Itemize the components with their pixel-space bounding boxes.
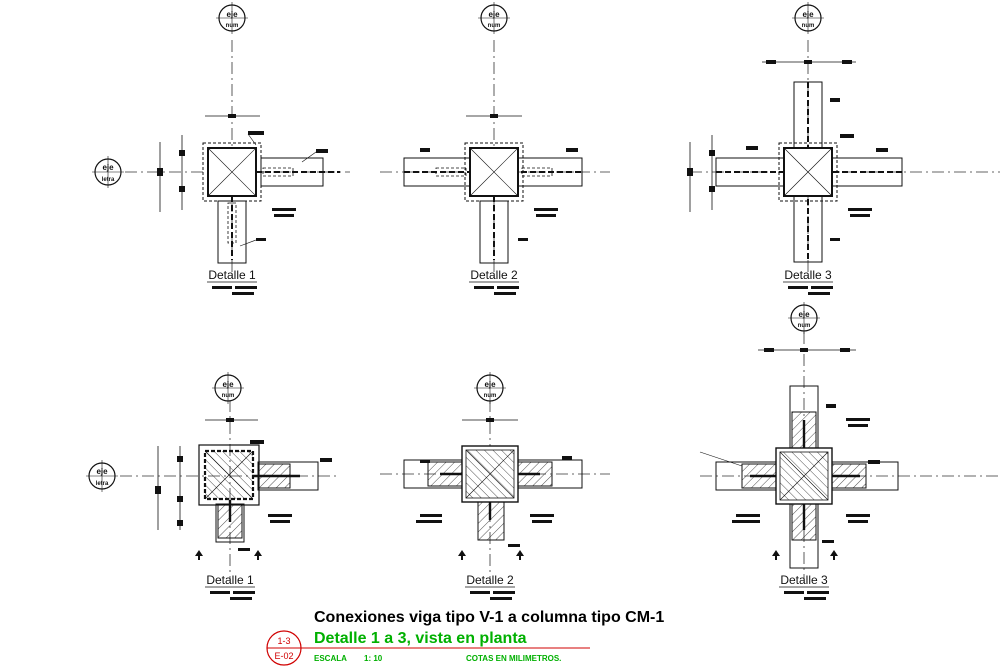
axis-bubble-num-line1: eje [484, 380, 496, 389]
detail-label-3-top: Detalle 3 [784, 268, 832, 282]
scale-label: ESCALA [314, 654, 347, 663]
axis-bubble-num-line1: eje [226, 10, 238, 19]
axis-bubble-num-line2: num [226, 23, 239, 29]
axis-bubble-letter-line2: letra [96, 481, 109, 487]
axis-bubble-num-line1: eje [802, 10, 814, 19]
axis-bubble-letter-line2: letra [102, 177, 115, 183]
axis-bubble-num-line2: num [802, 23, 815, 29]
title-block: Conexiones viga tipo V-1 a columna tipo … [266, 609, 664, 666]
axis-bubble-num-line1: eje [798, 310, 810, 319]
drawing-title: Conexiones viga tipo V-1 a columna tipo … [314, 609, 664, 626]
drawing-subtitle: Detalle 1 a 3, vista en planta [314, 630, 527, 647]
detail-2-bottom: eje num Detalle 2 [380, 372, 610, 600]
axis-bubble-num-line1: eje [488, 10, 500, 19]
detail-label-1-bottom: Detalle 1 [206, 573, 254, 587]
axis-bubble-num-line2: num [488, 23, 501, 29]
detail-label-1-top: Detalle 1 [208, 268, 256, 282]
scale-value: 1: 10 [364, 654, 383, 663]
detail-1-top: eje num eje letra [92, 2, 350, 295]
detail-1-bottom: eje num eje letra Detall [86, 372, 340, 600]
axis-bubble-num-line1: eje [222, 380, 234, 389]
sheet-reference-top: 1-3 [277, 636, 290, 646]
detail-label-2-bottom: Detalle 2 [466, 573, 514, 587]
axis-bubble-num-line2: num [484, 393, 497, 399]
units-note: COTAS EN MILIMETROS. [466, 654, 561, 663]
axis-bubble-num-line2: num [798, 323, 811, 329]
sheet-reference-bottom: E-02 [274, 651, 293, 661]
detail-3-bottom: eje num Detalle 3 [699, 302, 1000, 600]
detail-2-top: eje num Detalle 2 [380, 2, 610, 295]
detail-label-2-top: Detalle 2 [470, 268, 518, 282]
axis-bubble-letter-line1: eje [96, 467, 108, 476]
axis-bubble-letter-line1: eje [102, 163, 114, 172]
detail-3-top: eje num Detalle 3 [687, 2, 1000, 295]
detail-label-3-bottom: Detalle 3 [780, 573, 828, 587]
axis-bubble-num-line2: num [222, 393, 235, 399]
